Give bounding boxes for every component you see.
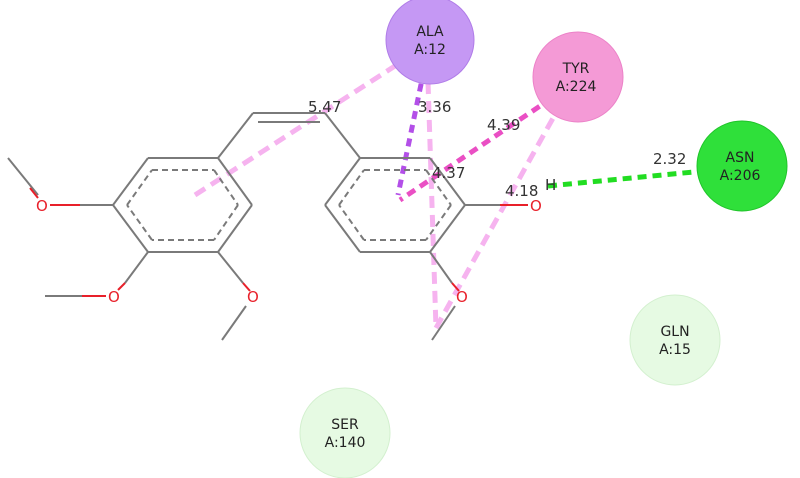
distance-label-439: 4.39 (487, 116, 520, 134)
hydrogen-atom: H (545, 176, 556, 194)
residue-ser: SER A:140 (299, 387, 391, 478)
residue-tyr-number: A:224 (556, 79, 597, 95)
residue-asn-name: ASN (726, 150, 755, 166)
residue-tyr-disc (532, 31, 624, 123)
residue-ser-name: SER (331, 417, 359, 433)
residue-tyr: TYR A:224 (532, 31, 624, 123)
pi-pi-line-tyr (398, 95, 554, 203)
pi-alkyl-line-ala-methoxy (425, 81, 439, 329)
distance-labels: 5.47 3.36 4.39 4.37 4.18 2.32 (308, 98, 686, 200)
distance-label-336: 3.36 (418, 98, 451, 116)
oxygen-atom-left-1: O (36, 197, 48, 215)
left-methoxy-3-methyl (221, 305, 247, 341)
oxygen-atom-left-3: O (247, 288, 259, 306)
left-ring-aromatic (126, 169, 239, 241)
vinyl-bond-1 (217, 112, 254, 159)
residue-ser-disc (299, 387, 391, 478)
residue-gln: GLN A:15 (629, 294, 721, 386)
residue-asn: ASN A:206 (696, 120, 788, 212)
residue-tyr-name: TYR (562, 61, 590, 77)
left-methoxy-1-methyl (7, 157, 39, 196)
pi-sigma-line-ala (395, 69, 427, 196)
pi-alkyl-line-tyr-methoxy (433, 100, 565, 330)
right-methoxy-methyl (431, 305, 456, 341)
oxygen-bonds (29, 187, 528, 297)
molecule (7, 112, 500, 341)
residue-asn-disc (696, 120, 788, 212)
distance-label-232: 2.32 (653, 150, 686, 168)
residue-ser-number: A:140 (325, 435, 366, 451)
residue-ala-disc (385, 0, 475, 85)
residue-asn-number: A:206 (720, 168, 761, 184)
residue-ala-number: A:12 (414, 42, 446, 58)
residue-ala: ALA A:12 (385, 0, 475, 85)
distance-label-547: 5.47 (308, 98, 341, 116)
oxygen-atom-right-hydroxyl: O (530, 197, 542, 215)
oxygen-atom-right-methoxy: O (456, 288, 468, 306)
residue-gln-disc (629, 294, 721, 386)
vinyl-bond-3 (324, 112, 361, 159)
right-ring-aromatic (338, 169, 452, 241)
atom-labels: O O O O H O (36, 176, 556, 306)
residue-gln-number: A:15 (659, 342, 691, 358)
distance-label-418: 4.18 (505, 182, 538, 200)
residue-ala-name: ALA (416, 24, 444, 40)
pi-alkyl-line-ala-left-ring (193, 52, 414, 198)
oxygen-atom-left-2: O (108, 288, 120, 306)
residue-gln-name: GLN (660, 324, 689, 340)
distance-label-437: 4.37 (432, 164, 465, 182)
